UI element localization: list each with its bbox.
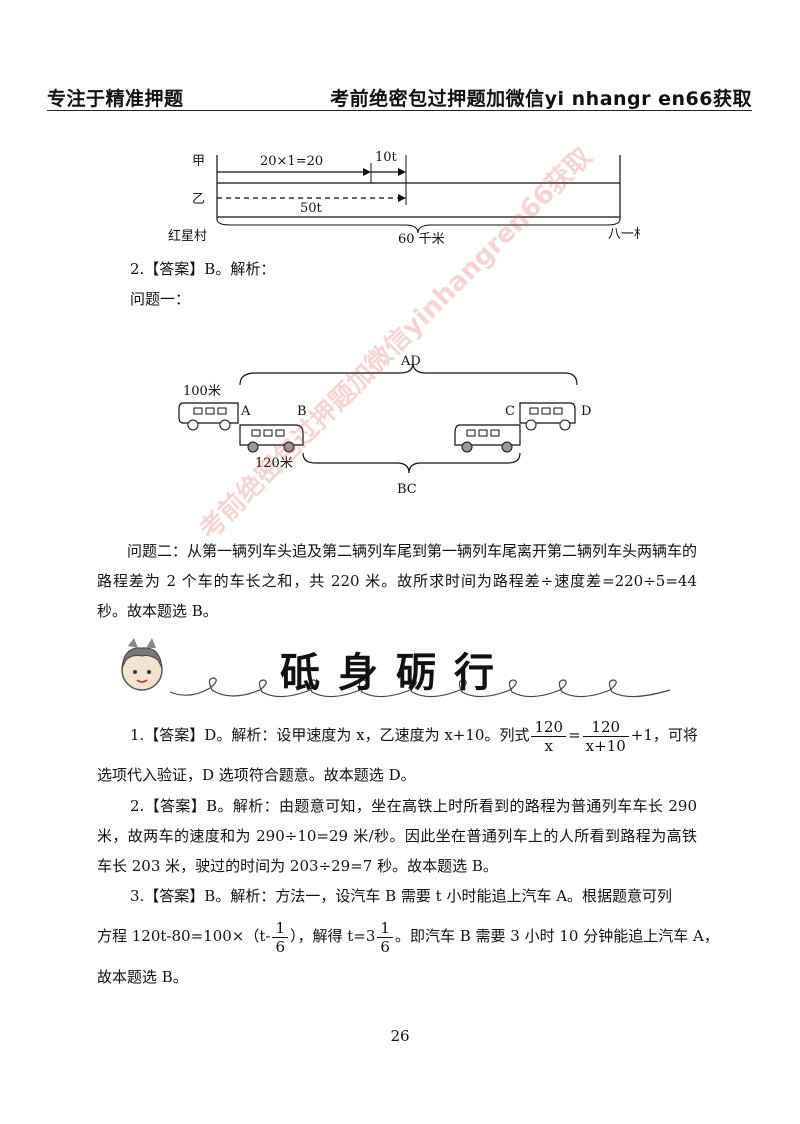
item2-paragraph: 2.【答案】B。解析：由题意可知，坐在高铁上时所看到的路程为普通列车车长 290… [97, 797, 697, 875]
section-title: 砥身砺行 [280, 649, 512, 696]
label-distance: 60 千米 [398, 232, 445, 247]
point-d: D [581, 404, 591, 419]
label-120m: 120米 [255, 456, 293, 471]
cartoon-girl-icon [121, 638, 163, 691]
fraction-denominator: 6 [380, 937, 390, 956]
fraction-numerator: 120 [531, 718, 567, 737]
fraction-numerator: 1 [377, 919, 393, 938]
header-right-text: 考前绝密包过押题加微信yi nhangr en66获取 [330, 88, 752, 110]
item1-post-text: +1，可将 [630, 726, 698, 744]
equals-sign: = [568, 726, 581, 744]
train-diagram: AD 100米 A B C D 120米 BC [178, 354, 591, 497]
fraction-denominator: x [544, 736, 553, 755]
item3-pre-text: 方程 120t-80=100×（t- [97, 927, 271, 945]
segment-label-10t: 10t [375, 150, 398, 165]
fraction-numerator: 120 [582, 718, 629, 737]
point-b: B [297, 404, 307, 419]
point-a: A [240, 404, 251, 419]
label-bc: BC [397, 482, 417, 497]
header-divider [47, 110, 752, 111]
item1-line2: 选项代入验证，D 选项符合题意。故本题选 D。 [97, 766, 416, 784]
train-1 [178, 402, 239, 431]
label-jia: 甲 [192, 154, 205, 169]
segment-label-20: 20×1=20 [260, 154, 323, 169]
distance-diagram: 甲 乙 20×1=20 10t 50t 红星村 60 千米 八一村 [168, 150, 640, 247]
item3-mid-text: ），解得 t=3 [290, 927, 376, 945]
train-4 [519, 402, 576, 431]
label-ad: AD [400, 354, 421, 369]
fraction-denominator: 6 [275, 937, 285, 956]
answer2-heading: 2.【答案】B。解析： [130, 260, 276, 278]
train-3 [454, 424, 521, 453]
fraction-denominator: x+10 [585, 736, 626, 755]
point-c: C [505, 404, 515, 419]
label-end-village: 八一村 [608, 227, 640, 242]
section-banner-illustration [121, 638, 671, 698]
item3-line3: 故本题选 B。 [97, 968, 188, 986]
page-number: 26 [390, 1027, 410, 1045]
label-100m: 100米 [183, 384, 221, 399]
item3-line1: 3.【答案】B。解析：方法一，设汽车 B 需要 t 小时能追上汽车 A。根据题意… [130, 887, 673, 905]
label-yi: 乙 [192, 192, 205, 207]
fraction-numerator: 1 [272, 919, 288, 938]
train-2 [239, 424, 304, 453]
question2-paragraph: 问题二：从第一辆列车头追及第二辆列车尾到第一辆列车尾离开第二辆列车头两辆车的路程… [97, 542, 698, 620]
question1-label: 问题一： [130, 290, 191, 308]
item3-post-text: 。即汽车 B 需要 3 小时 10 分钟能追上汽车 A， [394, 927, 719, 945]
item1-pre-text: 1.【答案】D。解析：设甲速度为 x，乙速度为 x+10。列式 [130, 726, 530, 744]
header-left-text: 专注于精准押题 [47, 88, 184, 110]
segment-label-50t: 50t [300, 201, 323, 216]
label-start-village: 红星村 [168, 228, 207, 244]
